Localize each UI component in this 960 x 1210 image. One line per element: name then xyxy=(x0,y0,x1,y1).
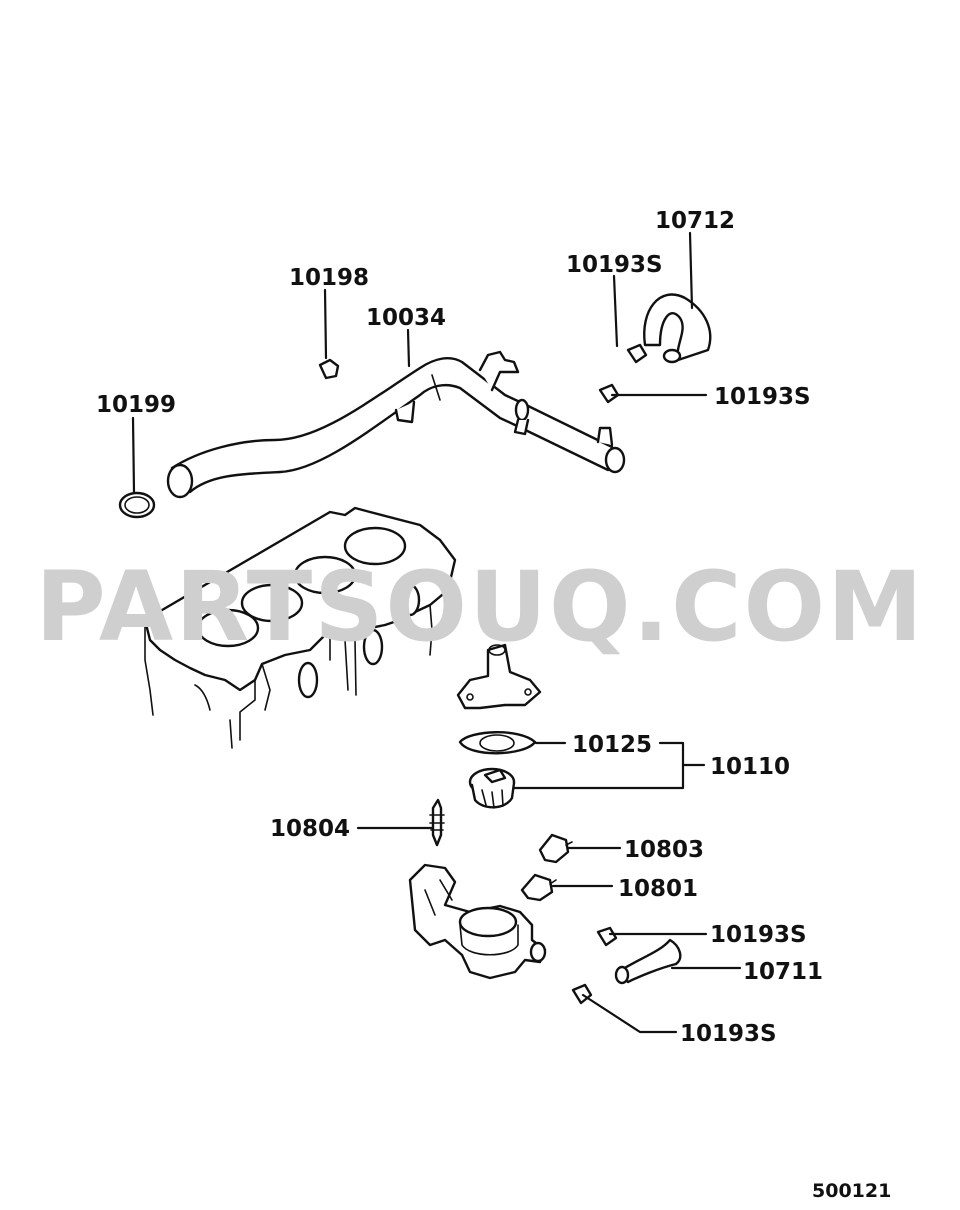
bolt-drawing xyxy=(318,358,340,380)
clamp-right-drawing xyxy=(598,383,620,404)
water-inlet-housing-drawing xyxy=(408,863,547,980)
sensor-10801-drawing xyxy=(520,873,557,902)
callout-10804: 10804 xyxy=(270,816,350,842)
clamp-lower-drawing xyxy=(596,926,618,947)
callout-10198: 10198 xyxy=(289,265,369,291)
gasket-drawing xyxy=(458,731,537,755)
callout-10193s-right: 10193S xyxy=(714,384,811,410)
callout-10199: 10199 xyxy=(96,392,176,418)
drawing-number: 500121 xyxy=(812,1180,891,1202)
leader-lines xyxy=(131,231,742,1034)
callout-10110: 10110 xyxy=(710,754,790,780)
thermostat-drawing xyxy=(468,767,516,809)
callout-10193s-lower: 10193S xyxy=(710,922,807,948)
clamp-bottom-drawing xyxy=(571,983,593,1005)
watermark: PARTSOUQ.COM xyxy=(35,551,924,663)
callout-10125: 10125 xyxy=(572,732,652,758)
sensor-plug-drawing xyxy=(429,798,445,847)
sensor-10803-drawing xyxy=(538,833,573,864)
clamp-top-drawing xyxy=(626,343,648,364)
callout-10803: 10803 xyxy=(624,837,704,863)
engine-block-drawing xyxy=(143,506,457,749)
water-pipe-drawing xyxy=(166,350,626,499)
upper-hose-drawing xyxy=(643,293,712,364)
lower-hose-drawing xyxy=(614,938,682,985)
callout-10711: 10711 xyxy=(743,959,823,985)
callout-10034: 10034 xyxy=(366,305,446,331)
thermostat-housing-drawing xyxy=(456,643,542,710)
callout-10193s-top: 10193S xyxy=(566,252,663,278)
callout-10801: 10801 xyxy=(618,876,698,902)
callout-10712: 10712 xyxy=(655,208,735,234)
callout-10193s-bottom: 10193S xyxy=(680,1021,777,1047)
